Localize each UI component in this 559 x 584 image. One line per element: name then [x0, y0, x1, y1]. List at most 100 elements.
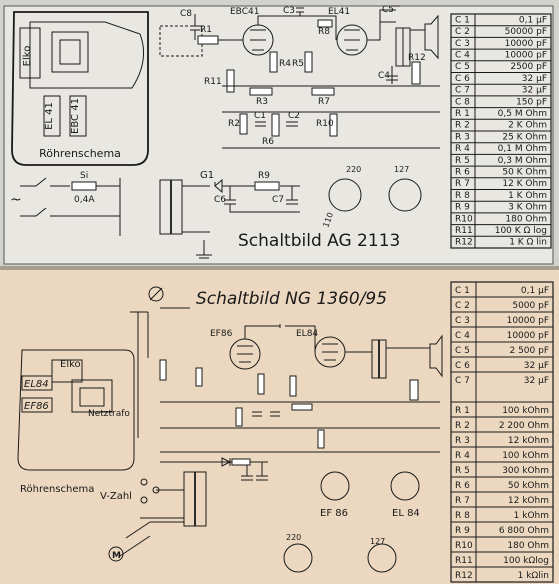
- meter-symbol: M: [112, 551, 121, 561]
- part-value: 1 kΩlin: [518, 571, 549, 581]
- ng1360-wire: [160, 401, 440, 453]
- part-label: R10: [316, 119, 334, 129]
- resistor-r3: [249, 87, 273, 96]
- part-value: 10000 pF: [507, 331, 549, 341]
- resistor-r2: [239, 113, 248, 135]
- resistor-r3: [235, 407, 243, 427]
- resistor-r7: [291, 403, 313, 411]
- ag2113-wire: [96, 178, 121, 236]
- part-ref: R 8: [455, 511, 470, 521]
- ag2113-title: Schaltbild AG 2113: [238, 231, 400, 251]
- part-value: 5000 pF: [512, 301, 549, 311]
- part-label: C1: [254, 111, 266, 121]
- el84-socket: [390, 471, 420, 501]
- capacitor-c8: [190, 14, 200, 40]
- part-value: 12 kOhm: [508, 436, 549, 446]
- resistor-r5: [289, 375, 297, 397]
- capacitor-c2: [286, 121, 298, 127]
- ng1360-tube-layout: Elko EL84 EF86 Netztrafo Röhrenschema: [17, 349, 135, 495]
- ag2113-speaker: [402, 14, 439, 66]
- part-value: 6 800 Ohm: [499, 526, 549, 536]
- part-value: 32 µF: [524, 376, 549, 386]
- part-value: 0,5 M Ohm: [498, 109, 547, 119]
- part-value: 32 µF: [524, 361, 549, 371]
- sheet-ng1360: [0, 268, 559, 584]
- part-ref: C 7: [455, 376, 470, 386]
- part-ref: R 6: [455, 481, 470, 491]
- part-ref: C 6: [455, 361, 470, 371]
- part-value: 50 kOhm: [508, 481, 549, 491]
- part-ref: R 6: [455, 168, 470, 178]
- mains-switch: [20, 177, 100, 217]
- ag2113-ebc41-socket: [69, 95, 87, 137]
- tube-electrodes: [344, 29, 360, 51]
- part-label: R5: [292, 59, 304, 69]
- ag2113-layout-label: EL 41: [44, 102, 55, 130]
- resistor-r12: [411, 61, 421, 85]
- part-ref: C 4: [455, 51, 470, 61]
- fuse: [71, 181, 97, 191]
- ag2113-selector-127: [388, 178, 422, 212]
- part-value: 0,3 M Ohm: [498, 156, 547, 166]
- part-value: 50000 pF: [505, 27, 547, 37]
- ag2113-transformer-core: [59, 39, 81, 65]
- resistor-r12: [409, 379, 419, 401]
- part-ref: C 7: [455, 86, 470, 96]
- part-ref: R 3: [455, 436, 470, 446]
- part-ref: C 1: [455, 15, 470, 25]
- part-ref: C 5: [455, 346, 470, 356]
- part-value: 100 K Ω log: [495, 226, 547, 236]
- part-label: C2: [288, 111, 300, 121]
- tube-electrodes: [237, 343, 338, 363]
- ng1360-layout-label: Netztrafo: [88, 409, 130, 419]
- part-label: R4: [279, 59, 291, 69]
- ng1360-input-jack: [148, 286, 164, 302]
- resistor-r7: [311, 87, 335, 96]
- resistor-r4: [257, 373, 265, 395]
- part-ref: C 3: [455, 39, 470, 49]
- ng1360-wire: [130, 287, 190, 438]
- resistor-r8: [317, 19, 333, 28]
- part-ref: R 1: [455, 406, 470, 416]
- socket-label: 127: [394, 165, 409, 174]
- part-ref: C 3: [455, 316, 470, 326]
- ng1360-layout-label: Elko: [60, 359, 81, 370]
- part-ref: R 7: [455, 496, 470, 506]
- fuse-rating: 0,4A: [74, 195, 95, 205]
- ef86-socket: [320, 471, 350, 501]
- part-value: 100 kOhm: [502, 451, 549, 461]
- ag2113-transformer-outline: [51, 31, 89, 73]
- fuse-label: Si: [80, 171, 88, 181]
- part-value: 3 K Ohm: [508, 203, 547, 213]
- capacitor-pair: [252, 411, 280, 417]
- part-ref: C 5: [455, 62, 470, 72]
- ag2113-wire: [218, 7, 304, 41]
- resistor-r2: [195, 367, 203, 387]
- ng1360-filter: [160, 457, 268, 481]
- ng1360-ef86-tag: [21, 397, 53, 413]
- part-ref: R10: [455, 541, 473, 551]
- part-ref: R 5: [455, 466, 470, 476]
- part-value: 10000 pF: [505, 39, 547, 49]
- part-label: R6: [262, 137, 274, 147]
- ng1360-layout-label: EL84: [24, 379, 49, 390]
- resistor-r9: [254, 181, 280, 191]
- part-ref: R11: [455, 226, 473, 236]
- rectifier-g1: [182, 178, 223, 233]
- resistor-r11: [226, 69, 235, 93]
- resistor-r10: [317, 429, 325, 449]
- part-value: 12 K Ohm: [502, 179, 547, 189]
- ng1360-wire: [244, 324, 372, 353]
- resistor-r6: [271, 113, 280, 137]
- part-label: R11: [204, 77, 222, 87]
- part-ref: R 9: [455, 526, 470, 536]
- ground-symbol: [196, 240, 212, 259]
- ag2113-elko-box: [19, 27, 41, 79]
- part-value: 150 pF: [516, 97, 547, 107]
- ag2113-layout-label: Elko: [22, 46, 33, 67]
- capacitor-c5: [379, 5, 400, 40]
- ag2113-schematic: C8 R1 EBC41 C3 EL41 R8 C5 R11 R4 R5 C4 R…: [159, 5, 440, 149]
- voltage-label: 220: [286, 533, 301, 542]
